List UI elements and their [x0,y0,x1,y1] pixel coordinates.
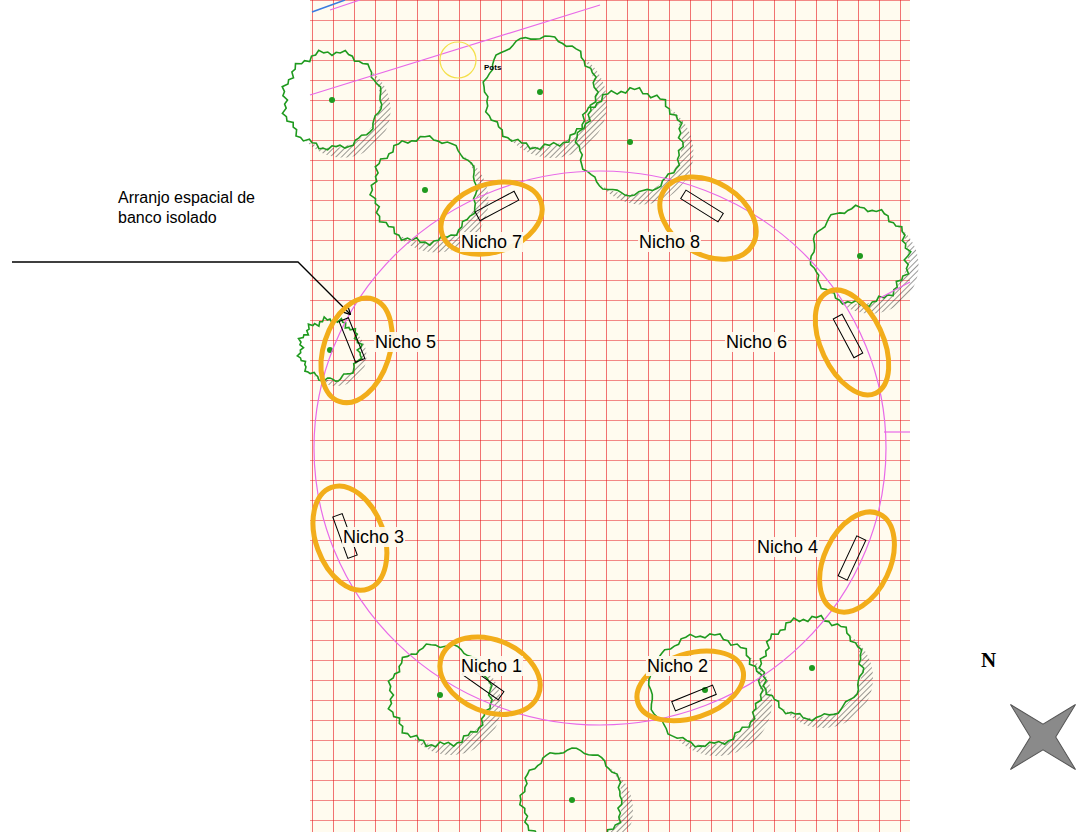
tree-shadow [497,48,607,158]
tree-trunk [329,97,335,103]
grid [310,0,910,832]
niche-node: Nicho 4 [756,508,898,616]
niche-label: Nicho 6 [725,332,788,352]
tree-trunk [857,253,863,259]
plan-note: Pots [484,63,501,72]
niche-node: Nicho 2 [633,647,747,725]
niche-outline [436,633,544,718]
bench [833,314,862,358]
niche-outline [756,508,898,616]
tree-trunk [437,692,443,698]
bench [672,685,717,711]
tree-shadow [295,62,391,158]
niche-label: Nicho 2 [646,656,709,676]
niche-node: Nicho 8 [638,173,760,263]
compass-star [978,672,1081,802]
trees [282,36,918,832]
niche-label: Nicho 5 [374,332,437,352]
niche-label: Nicho 7 [460,232,523,252]
bench [681,190,724,222]
tree-crown [575,88,683,196]
tree-crown [282,50,382,150]
leader-line [12,262,350,314]
tree-trunk [422,187,428,193]
north-label: N [981,648,996,673]
niche-label: Nicho 4 [756,537,819,557]
tree-shadow [533,760,633,832]
niche-node: Nicho 6 [725,286,893,399]
niche-node: Nicho 1 [436,633,544,718]
bench [339,318,365,363]
niche-label: Nicho 1 [460,656,523,676]
marker-circle [440,42,476,78]
niche-label: Nicho 3 [342,527,405,547]
tree-crown [520,748,622,832]
blue-line [312,0,345,12]
tree-trunk [809,665,815,671]
tree-crown [370,136,477,245]
bench [838,536,866,580]
niche-node: Nicho 7 [437,178,546,258]
benches [333,190,866,711]
bench [475,191,519,220]
tree-trunk [627,139,633,145]
site-lines [310,0,910,725]
callout-text: Arranjo espacial de banco isolado [118,188,298,228]
niche-node: Nicho 5 [317,294,437,407]
tree-trunk [569,797,575,803]
tree-crown [483,36,598,149]
niche-label: Nicho 8 [638,232,701,252]
niche-node: Nicho 3 [309,482,405,594]
tree-crown [759,616,863,721]
plan-ground [310,0,910,832]
tree-trunk [537,89,543,95]
